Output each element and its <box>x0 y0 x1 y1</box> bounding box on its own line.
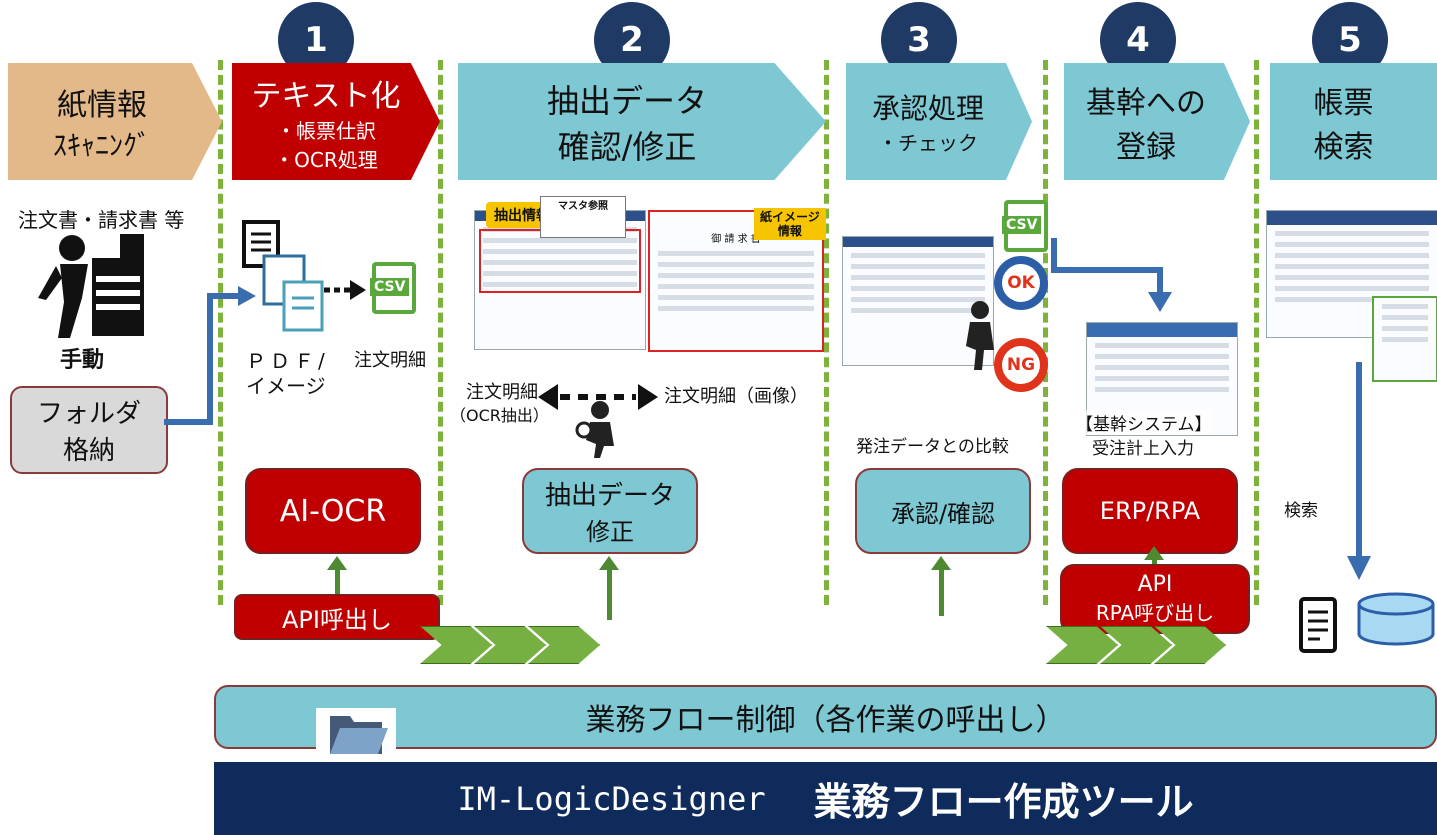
core-system-line2: 受注計上入力 <box>1092 439 1194 459</box>
ocr-extract-line2: （OCR抽出） <box>450 406 549 425</box>
pdf-document-icon <box>242 220 324 332</box>
manual-label: 手動 <box>60 348 105 373</box>
tool-name: IM-LogicDesigner <box>457 779 766 818</box>
csv-file-icon: CSV <box>370 262 416 314</box>
tool-description: 業務フロー作成ツール <box>813 780 1194 824</box>
ng-label: NG <box>1002 346 1040 384</box>
approve-up-arrow <box>931 556 951 616</box>
phase-ocr-sub1: ・帳票仕訳 <box>276 118 376 143</box>
phase-register-line2: 登録 <box>1116 129 1176 165</box>
separator-3 <box>824 60 829 605</box>
order-detail-label: 注文明細 <box>354 350 426 371</box>
workflow-control-label: 業務フロー制御（各作業の呼出し） <box>585 703 1066 738</box>
separator-1 <box>218 60 223 605</box>
core-system-line1: 【基幹システム】 <box>1076 410 1212 435</box>
phase-search-line2: 検索 <box>1313 129 1374 165</box>
checker-person-icon <box>966 301 994 370</box>
approval-csv-icon: CSV <box>1002 200 1048 252</box>
master-ref-window: マスタ参照 <box>540 196 626 238</box>
data-fix-line1: 抽出データ <box>544 481 675 511</box>
phase-ocr-title: テキスト化 <box>251 78 401 114</box>
phase-register: 基幹への 登録 <box>1064 63 1250 180</box>
document-icon <box>1299 597 1337 653</box>
erp-rpa-label: ERP/RPA <box>1099 497 1201 525</box>
folder-to-pdf-arrow <box>164 286 256 425</box>
database-icon <box>1357 592 1435 646</box>
ai-ocr-label: AI-OCR <box>279 493 387 529</box>
paper-image-line1: 紙イメージ <box>760 210 820 224</box>
paper-image-line2: 情報 <box>777 224 802 238</box>
pdf-label-line2: イメージ <box>246 374 326 398</box>
phase-scan-line1: 紙情報 <box>57 87 147 123</box>
invoice-title: 御 請 求 書 <box>711 234 761 245</box>
pdf-label-line1: ＰＤＦ/ <box>246 349 329 373</box>
api-call-box: API呼出し <box>234 594 440 640</box>
phase-ocr-sub2: ・OCR処理 <box>274 147 378 172</box>
approve-confirm-label: 承認/確認 <box>890 499 996 528</box>
pdf-to-csv-arrow <box>324 280 366 300</box>
master-ref-label: マスタ参照 <box>558 201 608 212</box>
phase-approve-sub: ・チェック <box>878 131 978 155</box>
separator-2 <box>438 60 443 605</box>
order-image-label: 注文明細（画像） <box>664 386 808 407</box>
phase-confirm: 抽出データ 確認/修正 <box>458 63 826 180</box>
ai-ocr-box: AI-OCR <box>245 468 421 554</box>
api-rpa-line1: API <box>1137 572 1173 597</box>
ocr-extract-line1: 注文明細 <box>466 382 538 403</box>
phase-approve-title: 承認処理 <box>871 92 984 125</box>
folder-store-line2: 格納 <box>62 436 115 466</box>
inspector-person-icon <box>575 401 614 458</box>
phase-search: 帳票 検索 <box>1270 63 1437 180</box>
phase-approve: 承認処理 ・チェック <box>846 63 1032 180</box>
folder-store-box: フォルダ 格納 <box>10 386 168 474</box>
search-document-preview <box>1372 296 1437 382</box>
phase-search-line1: 帳票 <box>1313 85 1374 121</box>
ng-badge: NG <box>994 338 1048 392</box>
folder-icon <box>316 708 396 766</box>
ok-label: OK <box>1002 264 1040 302</box>
phase-confirm-line1: 抽出データ <box>546 81 707 120</box>
phase-scan-line2: ｽｷｬﾆﾝｸﾞ <box>52 128 151 162</box>
compare-label: 発注データとの比較 <box>856 437 1009 457</box>
compare-double-arrow <box>538 384 658 410</box>
approve-confirm-box: 承認/確認 <box>855 468 1031 554</box>
erp-rpa-box: ERP/RPA <box>1062 468 1238 554</box>
ai-ocr-up-arrow <box>327 556 347 596</box>
phase-ocr: テキスト化 ・帳票仕訳 ・OCR処理 <box>232 63 440 180</box>
docs-label: 注文書・請求書 等 <box>18 208 185 232</box>
data-fix-up-arrow <box>599 556 619 620</box>
folder-store-line1: フォルダ <box>36 399 141 429</box>
extract-info-label: 抽出情報 <box>494 208 550 224</box>
api-rpa-box: API RPA呼び出し <box>1060 564 1250 634</box>
phase-confirm-line2: 確認/修正 <box>557 127 697 166</box>
data-fix-box: 抽出データ 修正 <box>522 468 698 554</box>
separator-5 <box>1254 60 1259 605</box>
separator-4 <box>1043 60 1048 605</box>
tool-footer: IM-LogicDesigner 業務フロー作成ツール <box>214 762 1437 835</box>
api-rpa-line2: RPA呼び出し <box>1095 601 1215 625</box>
paper-image-tag: 紙イメージ 情報 <box>754 208 826 240</box>
data-fix-line2: 修正 <box>586 518 634 546</box>
api-call-label: API呼出し <box>282 605 392 634</box>
csv-to-erp-arrow <box>1051 238 1172 312</box>
workflow-control-bar: 業務フロー制御（各作業の呼出し） <box>214 685 1437 749</box>
phase-scan: 紙情報 ｽｷｬﾆﾝｸﾞ <box>8 63 222 180</box>
phase-register-line1: 基幹への <box>1086 85 1206 121</box>
scanner-person-icon <box>38 234 144 338</box>
search-down-arrow <box>1347 362 1371 580</box>
search-label: 検索 <box>1284 501 1318 521</box>
ok-badge: OK <box>994 256 1048 310</box>
